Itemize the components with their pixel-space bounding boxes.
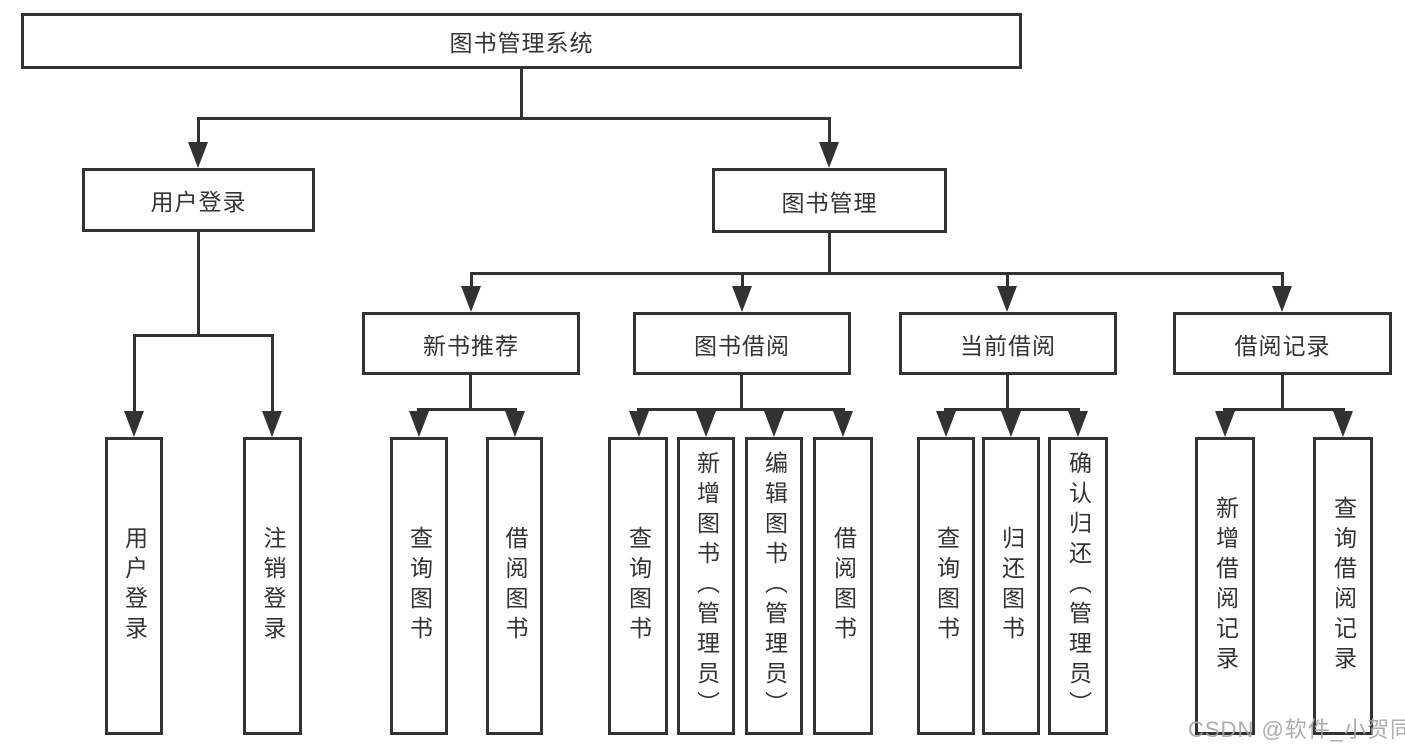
node-label: 注销登录	[260, 526, 286, 646]
node-label: 归还图书	[998, 526, 1025, 646]
edge-drop	[271, 334, 274, 414]
arrow-down-icon	[1215, 411, 1235, 437]
edge-book-management-stem	[828, 233, 831, 275]
leaf-query-books-recommend: 查询图书	[390, 437, 448, 735]
node-label: 查询图书	[933, 526, 960, 646]
edge-book-management-bar	[470, 272, 1284, 275]
node-book-management: 图书管理	[712, 168, 947, 233]
node-label: 新增借阅记录	[1212, 496, 1239, 676]
leaf-add-books-admin: 新增图书（管理员）	[677, 437, 735, 735]
csdn-watermark: CSDN @软件_小贺同学	[1188, 717, 1405, 742]
arrow-down-icon	[696, 411, 716, 437]
leaf-borrow-books-recommend: 借阅图书	[486, 437, 543, 735]
node-new-book-recommend: 新书推荐	[362, 312, 580, 375]
node-label: 查询图书	[625, 526, 652, 646]
leaf-confirm-return-admin: 确认归还（管理员）	[1048, 437, 1108, 735]
arrow-down-icon	[936, 411, 956, 437]
node-label: 确认归还（管理员）	[1065, 451, 1092, 721]
leaf-user-login: 用户登录	[105, 437, 163, 735]
edge-root-stem	[520, 69, 523, 118]
arrow-down-icon	[262, 411, 282, 437]
edge-stem	[1006, 375, 1009, 411]
node-label: 当前借阅	[960, 332, 1056, 359]
edge-drop	[741, 272, 744, 288]
node-label: 新增图书（管理员）	[693, 451, 720, 721]
node-label: 查询借阅记录	[1330, 496, 1357, 676]
leaf-return-books: 归还图书	[982, 437, 1040, 735]
edge-drop	[1006, 272, 1009, 288]
node-label: 新书推荐	[423, 332, 519, 359]
edge-root-bar	[197, 117, 831, 120]
node-user-login: 用户登录	[82, 168, 315, 232]
leaf-query-books-borrowing: 查询图书	[608, 437, 668, 735]
edge-drop	[470, 272, 473, 288]
node-borrowing-records: 借阅记录	[1173, 312, 1392, 375]
node-label: 图书借阅	[694, 332, 790, 359]
leaf-logout: 注销登录	[243, 437, 302, 735]
arrow-down-icon	[461, 286, 481, 312]
leaf-add-borrow-record: 新增借阅记录	[1195, 437, 1255, 735]
edge-drop	[1281, 272, 1284, 288]
leaf-borrow-books: 借阅图书	[813, 437, 873, 735]
edge-stem	[469, 375, 472, 411]
arrow-down-icon	[764, 411, 784, 437]
node-label: 用户登录	[150, 189, 247, 215]
edge-stem	[1281, 375, 1284, 411]
edge-user-login-stem	[197, 232, 200, 337]
arrow-down-icon	[1001, 411, 1021, 437]
arrow-down-icon	[409, 411, 429, 437]
arrow-down-icon	[1272, 286, 1292, 312]
arrow-down-icon	[819, 142, 839, 168]
arrow-down-icon	[997, 286, 1017, 312]
node-label: 编辑图书（管理员）	[761, 451, 788, 721]
leaf-query-books-current: 查询图书	[917, 437, 975, 735]
arrow-down-icon	[1068, 411, 1088, 437]
node-label: 图书管理系统	[449, 30, 594, 56]
arrow-down-icon	[505, 411, 525, 437]
edge-bar	[944, 408, 1080, 411]
node-label: 借阅记录	[1234, 332, 1331, 359]
node-label: 查询图书	[406, 526, 433, 646]
node-book-borrowing: 图书借阅	[633, 312, 851, 375]
edge-drop-book-management	[828, 117, 831, 145]
arrow-down-icon	[629, 411, 649, 437]
node-label: 借阅图书	[830, 526, 857, 646]
leaf-edit-books-admin: 编辑图书（管理员）	[745, 437, 803, 735]
edge-drop	[133, 334, 136, 414]
edge-stem	[740, 375, 743, 411]
arrow-down-icon	[188, 142, 208, 168]
arrow-down-icon	[1333, 411, 1353, 437]
node-label: 图书管理	[781, 189, 878, 216]
arrow-down-icon	[833, 411, 853, 437]
edge-bar	[1223, 408, 1345, 411]
node-current-borrowing: 当前借阅	[899, 312, 1117, 375]
arrow-down-icon	[732, 286, 752, 312]
edge-drop-user-login	[197, 117, 200, 145]
node-library-management-system: 图书管理系统	[21, 13, 1022, 69]
edge-bar	[637, 408, 845, 411]
edge-user-login-bar	[133, 334, 274, 337]
node-label: 借阅图书	[502, 526, 528, 646]
node-label: 用户登录	[121, 526, 148, 646]
leaf-query-borrow-record: 查询借阅记录	[1313, 437, 1373, 735]
edge-bar	[417, 408, 517, 411]
arrow-down-icon	[124, 411, 144, 437]
